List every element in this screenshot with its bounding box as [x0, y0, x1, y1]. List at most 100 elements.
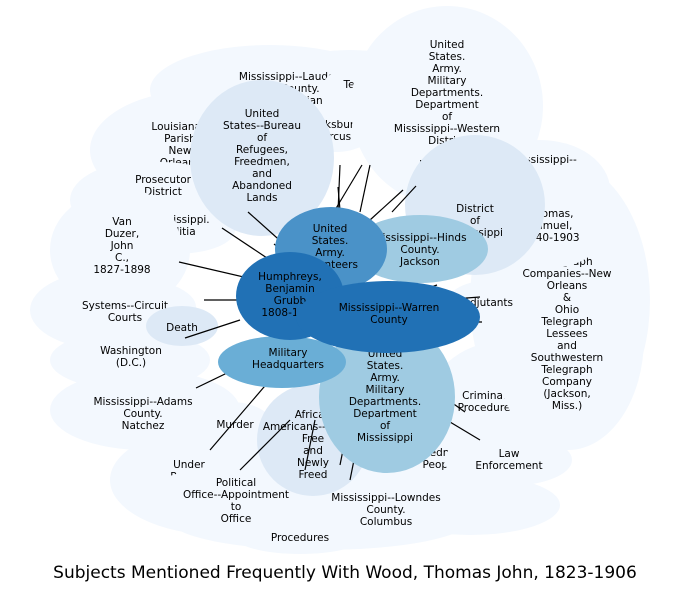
node-label-line: Southwestern [531, 352, 603, 364]
node-label-line: Ohio [555, 304, 579, 316]
node-bubble-hinds-jackson[interactable] [352, 215, 488, 283]
node-label-line: Under [173, 459, 205, 471]
node-label-line: Prosecutor [135, 174, 192, 186]
node-label-line: (D.C.) [116, 357, 146, 369]
node-label-line: Lands [246, 192, 277, 204]
node-label-line: County. [123, 408, 162, 420]
node-label-line: Mississippi--Lowndes [331, 492, 440, 504]
node-label-line: Grubb [274, 295, 307, 307]
node-label-line: Death [166, 322, 198, 334]
node-bubble-military-hq[interactable] [218, 336, 346, 388]
node-bubble-dept-of-mississippi[interactable] [319, 321, 455, 473]
node-label-line: to [231, 501, 242, 513]
node-label-line: Murder [216, 419, 254, 431]
diagram-title: Subjects Mentioned Frequently With Wood,… [53, 563, 637, 583]
node-label-washington-dc: Washington(D.C.) [100, 345, 162, 369]
node-label-line: Lessees [546, 328, 587, 340]
node-label-line: New [169, 145, 192, 157]
node-bubble-telegraph[interactable] [492, 226, 644, 450]
node-label-line: County. [366, 504, 405, 516]
node-label-murder: Murder [216, 419, 254, 431]
node-label-line: Abandoned [232, 180, 292, 192]
node-label-procedures: Procedures [271, 532, 329, 544]
node-label-line: of [470, 215, 480, 227]
node-label-line: John [110, 240, 134, 252]
node-bubble-washington-dc[interactable] [69, 330, 193, 382]
node-label-line: Army. [432, 63, 462, 75]
node-bubble-van-duzer[interactable] [64, 188, 180, 300]
node-label-line: Departments. [349, 396, 421, 408]
node-label-line: Mississippi [357, 432, 413, 444]
edge-2 [184, 319, 241, 339]
node-label-line: Company [542, 376, 592, 388]
node-label-line: Office--Appointment [183, 489, 289, 501]
node-label-line: Military [428, 75, 467, 87]
node-label-line: Miss.) [552, 400, 582, 412]
edge-9 [337, 164, 341, 213]
node-label-line: Humphreys, [258, 271, 322, 283]
node-label-line: Departments. [411, 87, 483, 99]
node-bubble-freedmens-bureau[interactable] [190, 80, 334, 236]
node-label-line: and [557, 340, 577, 352]
node-label-line: States. [367, 360, 404, 372]
node-label-line: Headquarters [252, 359, 324, 371]
node-bubble-death[interactable] [146, 306, 218, 346]
node-label-line: States--Bureau [223, 120, 301, 132]
node-bubble-murder[interactable] [188, 402, 272, 446]
node-label-line: Natchez [122, 420, 165, 432]
node-label-line: Washington [100, 345, 162, 357]
node-label-line: of [380, 420, 390, 432]
node-label-line: Enforcement [475, 460, 542, 472]
node-label-death: Death [166, 322, 198, 334]
edge-10 [359, 164, 371, 213]
node-label-line: Free [302, 433, 324, 445]
low-node-layer: Mississippi--LauderdaleCounty.MeridianLo… [48, 6, 644, 554]
node-label-line: Parish [164, 133, 196, 145]
node-murder[interactable]: Murder [188, 402, 272, 446]
node-label-line: United [313, 223, 348, 235]
node-label-line: of [257, 132, 267, 144]
edge-21 [304, 419, 316, 471]
edge-12 [369, 189, 404, 221]
node-label-line: Army. [315, 247, 345, 259]
node-label-line: States. [312, 235, 349, 247]
node-label-line: Army. [370, 372, 400, 384]
node-label-line: United [430, 39, 465, 51]
node-bubble-law-enforcement[interactable] [444, 434, 572, 486]
edge-22 [239, 419, 291, 471]
node-label-line: Mississippi--Warren [339, 302, 440, 314]
node-bubble-miss-adams[interactable] [55, 377, 231, 445]
node-label-line: Freedmen, [234, 156, 290, 168]
node-label-line: (Jackson, [543, 388, 590, 400]
node-bubble-miss-lowndes[interactable] [299, 478, 475, 538]
node-bubble-warren-county[interactable] [296, 281, 480, 353]
node-label-line: Newly [297, 457, 329, 469]
node-death[interactable]: Death [146, 306, 218, 346]
node-label-line: County. [400, 244, 439, 256]
node-label-line: Columbus [360, 516, 412, 528]
node-washington-dc[interactable]: Washington(D.C.) [69, 330, 193, 382]
node-label-line: Mississippi--Adams [93, 396, 192, 408]
node-label-line: 1827-1898 [93, 264, 150, 276]
node-label-line: Political [216, 477, 256, 489]
